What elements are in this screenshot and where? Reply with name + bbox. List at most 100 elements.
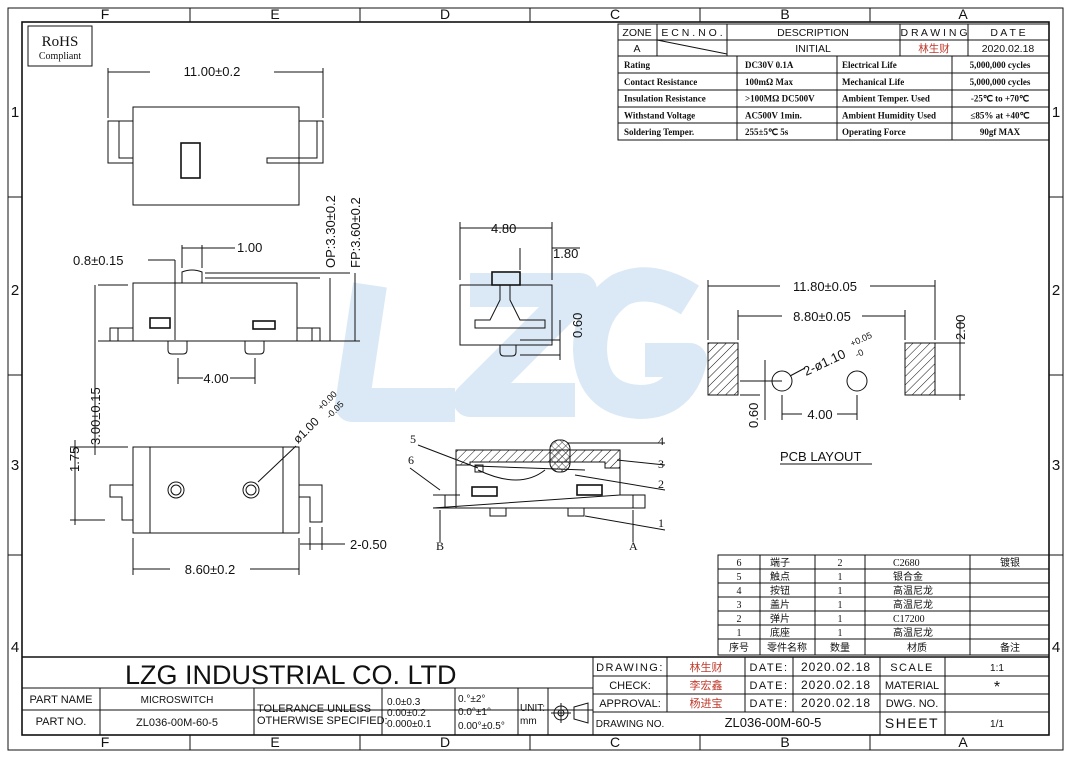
angle-tolerance-1: 0.°±2° [458,694,485,705]
sheet-label: SHEET [885,715,939,731]
material-label: MATERIAL [885,680,939,692]
bom-row-no: 2 [737,614,742,625]
bottom-view: ø1.00 +0.00 -0.05 1.75 2-0.50 8.60±0.2 [67,389,387,577]
material: * [994,679,1000,696]
part-name: MICROSWITCH [141,695,214,706]
rohs-title: RoHS [42,34,79,50]
revision-table: ZONE E C N . N O . DESCRIPTION D R A W I… [617,23,1050,141]
unit: mm [520,716,537,727]
side-view: 1.00 0.8±0.15 OP:3.30±0.2 FP:3.60±0.2 4.… [73,195,363,455]
pcb-layout: 11.80±0.05 8.80±0.05 2.00 2-ø1.10 +0.05 … [707,278,968,465]
header-drawing: D R A W I N G [900,27,967,39]
bom-row-material: 银合金 [893,570,923,583]
bom-row-qty: 1 [838,572,843,583]
column-label: A [958,734,968,750]
dim-button-width: 1.00 [237,240,262,255]
check-label: CHECK: [609,680,651,692]
bom-row-no: 4 [737,586,742,597]
header-zone: ZONE [622,27,651,39]
dim-pcb-outer: 11.80±0.05 [793,279,857,294]
row-label: 2 [11,282,19,299]
bom-header-name: 零件名称 [767,641,807,654]
dim-pcb-hole: 2-ø1.10 [801,346,848,379]
scale: 1:1 [990,663,1004,674]
bom-header-material: 材质 [907,641,927,654]
column-label: F [101,734,110,750]
bom-row-no: 1 [737,628,742,639]
drawing-no-label: DRAWING NO. [596,719,665,730]
tolerance-label-1: TOLERANCE UNLESS [257,703,371,715]
row-label: 1 [1052,104,1060,121]
dim-height-total: 3.00±0.15 [88,387,103,445]
bom-row-name: 底座 [770,626,790,639]
dim-op: OP:3.30±0.2 [323,195,338,268]
dim-pin-pitch: 4.00 [203,371,228,386]
bom-row-no: 5 [737,572,742,583]
angle-tolerance-3: 0.00°±0.5° [458,721,505,732]
column-label: E [270,734,279,750]
spec-value: 90gf MAX [980,127,1021,137]
approval-by: 杨进宝 [690,696,723,710]
spec-label: Ambient Humidity Used [842,110,936,120]
dim-bottom-width: 8.60±0.2 [185,562,236,577]
row-label: 2 [1052,282,1060,299]
dim-pcb-pin-pitch: 4.00 [807,407,832,422]
bom-header-note: 备注 [1000,641,1020,654]
column-label: F [101,6,110,22]
bom-row-name: 按钮 [770,584,790,597]
spec-label: Soldering Temper. [624,127,694,137]
spec-label: Electrical Life [842,60,897,70]
part-no-label: PART NO. [36,716,87,728]
pcb-layout-title: PCB LAYOUT [780,449,861,464]
drawing-frame [7,7,1064,751]
bom-row-material: 高温尼龙 [893,584,933,597]
dim-pad-gap: 2-0.50 [350,537,387,552]
bom-header-no: 序号 [729,641,749,654]
date-1: 2020.02.18 [801,660,871,674]
bom-row-name: 端子 [770,556,790,569]
section-view: 4 3 2 1 5 6 B A [408,432,666,553]
front-view: 4.80 1.80 0.60 [459,221,585,360]
date-label: DATE: [749,680,788,692]
spec-label: Ambient Temper. Used [842,94,930,104]
dim-pcb-offset: 0.60 [746,403,761,428]
bom-row-qty: 1 [838,628,843,639]
dim-front-slot: 1.80 [553,246,578,261]
spec-value: 255±5℃ 5s [745,127,789,137]
angle-tolerance-2: 0.0°±1° [458,707,491,718]
spec-value: >100MΩ DC500V [745,94,815,104]
tolerance-3: 0.000±0.1 [387,719,432,730]
bom-header-qty: 数量 [830,641,850,654]
dim-bottom-height: 1.75 [67,447,82,472]
column-labels-bottom: F E D C B A [101,734,969,750]
spec-label: Rating [624,60,651,70]
callout-3: 3 [658,457,664,471]
rohs-subtitle: Compliant [39,51,81,62]
spec-value: ≤85% at +40℃ [970,110,1029,120]
dim-pcb-hole-tol-up: +0.05 [849,330,874,349]
bom-row-qty: 2 [838,558,843,569]
callout-a: A [629,539,638,553]
dim-front-width: 4.80 [491,221,516,236]
spec-label: Mechanical Life [842,77,904,87]
drawing-no: ZL036-00M-60-5 [725,715,822,730]
callout-5: 5 [410,432,416,446]
bom-row-material: 高温尼龙 [893,626,933,639]
projection-symbol-icon [551,702,589,724]
date-label: DATE: [749,662,788,674]
callout-2: 2 [658,477,664,491]
date-3: 2020.02.18 [801,696,871,710]
dim-pcb-inner: 8.80±0.05 [793,309,851,324]
revision-zone: A [633,43,640,55]
dim-pcb-height: 2.00 [953,315,968,340]
column-label: C [610,734,620,750]
spec-label: Contact Resistance [624,77,697,87]
dim-front-pin: 0.60 [570,313,585,338]
dwg-no-label: DWG. NO. [886,698,939,710]
column-label: B [780,6,789,22]
callout-b: B [436,539,444,553]
bom-row-qty: 1 [838,614,843,625]
header-description: DESCRIPTION [777,27,849,39]
